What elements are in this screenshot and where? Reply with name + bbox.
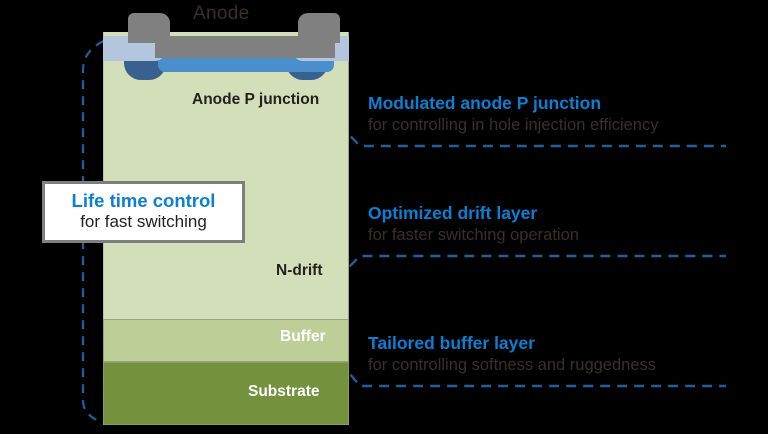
lifetime-control-title: Life time control (71, 190, 216, 211)
anode-metal-bar (155, 36, 335, 58)
annotation-optimized-drift-layer: Optimized drift layer for faster switchi… (368, 203, 579, 246)
annotation-subtitle: for controlling softness and ruggedness (368, 355, 657, 374)
layer-substrate (103, 362, 349, 425)
annotation-subtitle: for faster switching operation (368, 225, 579, 244)
layer-buffer (103, 319, 349, 362)
anode-label: Anode (193, 3, 250, 24)
anode-metal-riser-left (128, 13, 170, 43)
lifetime-control-subtitle: for fast switching (80, 212, 207, 232)
annotation-title: Modulated anode P junction (368, 93, 602, 113)
annotation-title: Optimized drift layer (368, 203, 538, 223)
annotation-subtitle: for controlling in hole injection effici… (368, 115, 659, 134)
annotation-tailored-buffer-layer: Tailored buffer layer for controlling so… (368, 333, 656, 376)
substrate-label: Substrate (248, 383, 320, 400)
buffer-label: Buffer (280, 328, 326, 345)
n-drift-label: N-drift (276, 262, 323, 279)
annotation-modulated-anode-p-junction: Modulated anode P junction for controlli… (368, 93, 658, 136)
lifetime-control-callout: Life time control for fast switching (42, 181, 245, 243)
anode-p-junction-label: Anode P junction (192, 91, 320, 108)
annotation-title: Tailored buffer layer (368, 333, 535, 353)
anode-metal-riser-right (298, 13, 340, 43)
